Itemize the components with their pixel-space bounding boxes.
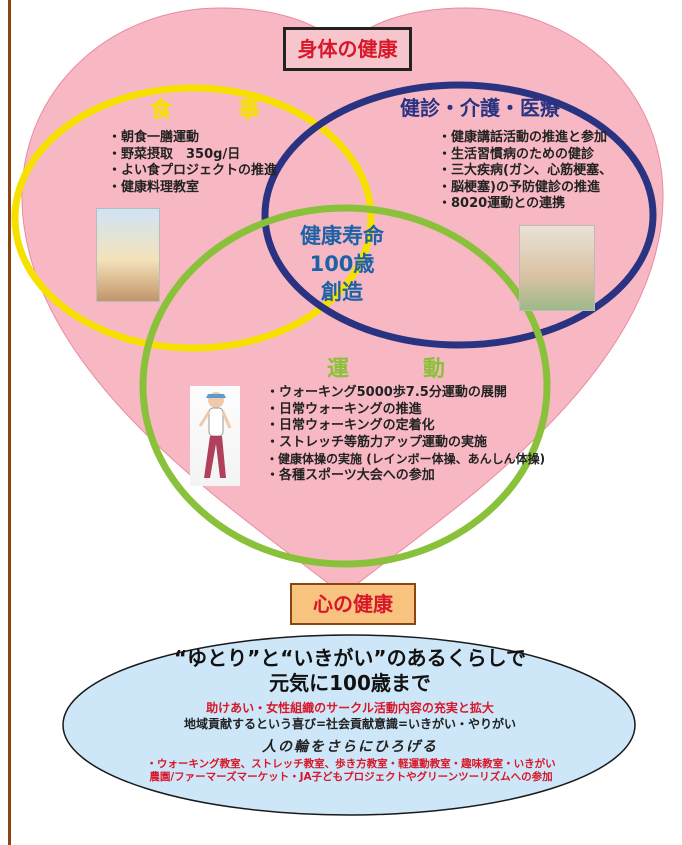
mind-sub-2: 地域貢献するという喜び=社会貢献意識=いきがい・やりがい xyxy=(183,717,517,731)
list-item: 朝食一膳運動 xyxy=(108,130,277,147)
list-item: 脳梗塞)の予防健診の推進 xyxy=(438,180,612,197)
body-health-title: 身体の健康 xyxy=(283,27,412,71)
medical-circle xyxy=(261,81,657,349)
list-item: 日常ウォーキングの定着化 xyxy=(266,418,545,435)
food-list: 朝食一膳運動 野菜摂取 350g/日 よい食プロジェクトの推進 健康料理教室 xyxy=(108,130,277,196)
list-item: 8020運動との連携 xyxy=(438,196,612,213)
list-item: 各種スポーツ大会への参加 xyxy=(266,468,545,485)
list-item: よい食プロジェクトの推進 xyxy=(108,163,277,180)
medical-list: 健康講話活動の推進と参加 生活習慣病のための健診 三大疾病(ガン、心筋梗塞、 脳… xyxy=(438,130,612,213)
center-goal: 健康寿命 100歳 創造 xyxy=(297,222,387,306)
list-item: 野菜摂取 350g/日 xyxy=(108,147,277,164)
exercise-circle xyxy=(139,204,551,568)
left-border xyxy=(8,0,11,845)
mind-health-title: 心の健康 xyxy=(290,583,416,625)
list-item: 生活習慣病のための健診 xyxy=(438,147,612,164)
mind-headline: “ゆとり”と“いきがい”のあるくらしで 元気に100歳まで xyxy=(130,646,570,696)
mind-headline-2: 元気に100歳まで xyxy=(269,671,431,695)
list-item: ストレッチ等筋力アップ運動の実施 xyxy=(266,435,545,452)
list-item: 健康料理教室 xyxy=(108,180,277,197)
exercise-heading: 運 動 xyxy=(327,357,472,382)
exercise-list: ウォーキング5000歩7.5分運動の展開 日常ウォーキングの推進 日常ウォーキン… xyxy=(266,385,545,484)
food-circle xyxy=(11,84,375,352)
mind-headline-1: “ゆとり”と“いきがい”のあるくらしで xyxy=(174,646,526,670)
mind-sub-1: 助けあい・女性組織のサークル活動内容の充実と拡大 xyxy=(206,701,494,715)
center-line-2: 100歳 xyxy=(309,252,375,276)
mind-activities: ・ウォーキング教室、ストレッチ教室、歩き方教室・軽運動教室・趣味教室・いきがい農… xyxy=(146,758,556,783)
center-line-1: 健康寿命 xyxy=(300,224,384,248)
list-item: 日常ウォーキングの推進 xyxy=(266,402,545,419)
list-item: 三大疾病(ガン、心筋梗塞、 xyxy=(438,163,612,180)
medical-heading: 健診・介護・医療 xyxy=(400,96,560,120)
food-heading: 食 事 xyxy=(150,98,283,123)
list-item: 健康体操の実施 (レインボー体操、あんしん体操) xyxy=(266,451,545,468)
mind-ellipse xyxy=(62,634,636,816)
list-item: 健康講話活動の推進と参加 xyxy=(438,130,612,147)
list-item: ウォーキング5000歩7.5分運動の展開 xyxy=(266,385,545,402)
checkup-illustration xyxy=(519,225,595,311)
mind-sub-3: 人の輪をさらにひろげる xyxy=(262,739,438,755)
center-line-3: 創造 xyxy=(321,280,363,304)
meal-illustration xyxy=(96,208,160,302)
walking-illustration xyxy=(190,386,240,486)
